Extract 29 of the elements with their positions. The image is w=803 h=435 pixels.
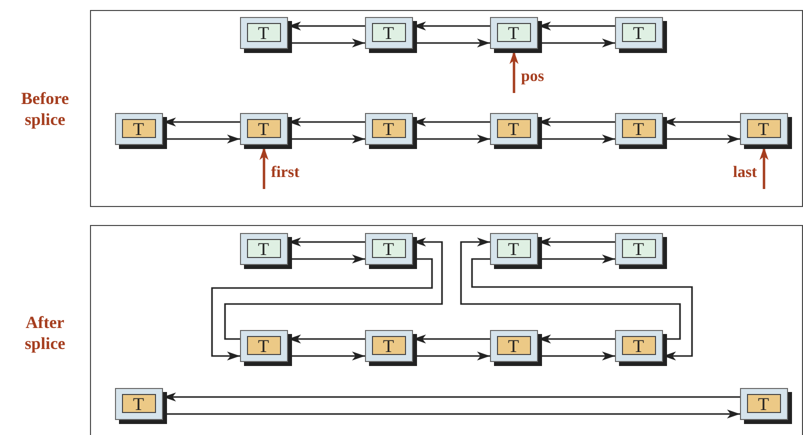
node-value: T (122, 118, 156, 138)
node-value: T (372, 22, 406, 42)
node-value: T (746, 118, 780, 138)
panel-title: Before splice (20, 88, 70, 130)
node-value: T (372, 118, 406, 138)
pointer-arrow (260, 147, 268, 189)
node-value: T (496, 238, 530, 258)
node-value: T (496, 22, 530, 42)
node-value: T (372, 238, 406, 258)
node-value: T (246, 118, 280, 138)
panel-title: After splice (24, 312, 66, 354)
pointer-arrow (510, 51, 518, 93)
node-value: T (746, 394, 780, 412)
node-value: T (496, 118, 530, 138)
node-value: T (622, 238, 656, 258)
arrow (211, 258, 433, 360)
node-value: T (496, 336, 530, 354)
node-value: T (246, 238, 280, 258)
node-value: T (622, 118, 656, 138)
pointer-arrow (760, 147, 768, 189)
node-value: T (246, 336, 280, 354)
node-value: T (372, 336, 406, 354)
node-value: T (246, 22, 280, 42)
node-value: T (622, 336, 656, 354)
node-value: T (622, 22, 656, 42)
arrow (471, 258, 693, 360)
arrow (460, 238, 681, 340)
node-value: T (122, 394, 156, 412)
arrow (224, 238, 443, 340)
